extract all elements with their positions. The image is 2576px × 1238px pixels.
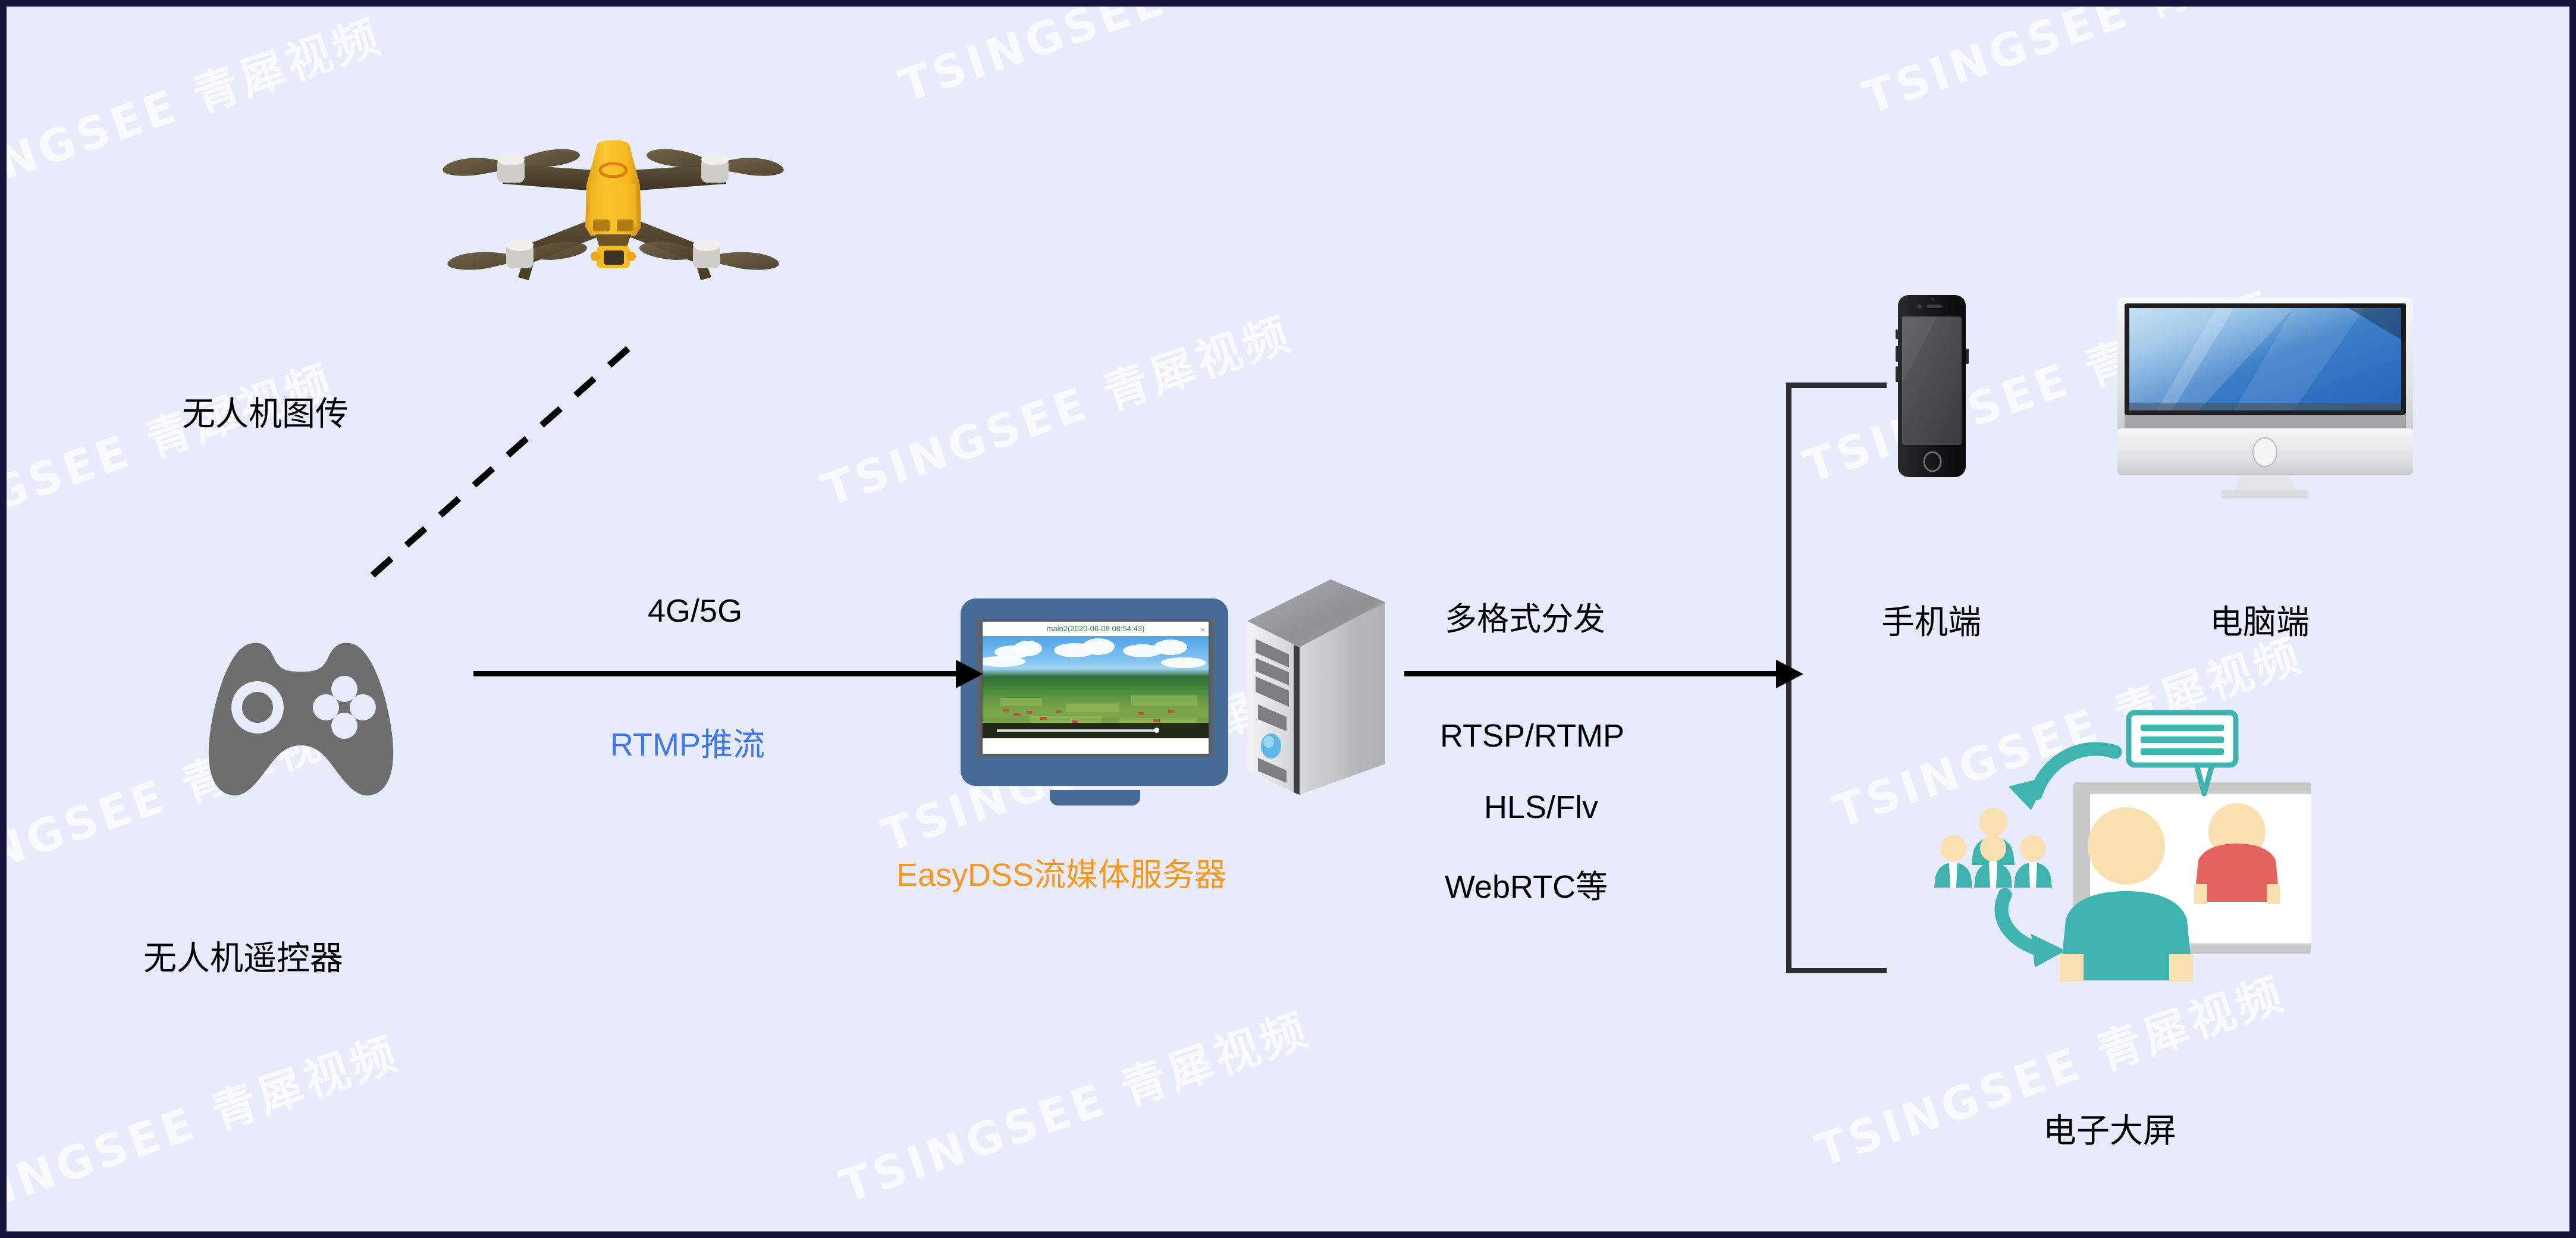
monitor-stand xyxy=(1050,790,1140,806)
drone-icon xyxy=(417,114,809,310)
phone-label: 手机端 xyxy=(1881,603,1981,641)
downlink-arrow-line xyxy=(1404,671,1779,676)
smartphone-icon xyxy=(1896,294,1970,478)
watermark: TSINGSEE 青犀视频 xyxy=(833,1002,1316,1213)
watermark: TSINGSEE 青犀视频 xyxy=(7,1026,406,1231)
watermark: TSINGSEE 青犀视频 xyxy=(7,354,341,565)
downlink-protocol-1: RTSP/RTMP xyxy=(1440,718,1625,754)
uplink-label-rtmp: RTMP推流 xyxy=(610,727,765,763)
server-tower-icon xyxy=(1229,575,1390,798)
player-progress-bar[interactable] xyxy=(997,729,1157,732)
watermark: TSINGSEE 青犀视频 xyxy=(1856,7,2339,124)
video-conference-icon xyxy=(1904,706,2320,1063)
downlink-arrow-head xyxy=(1776,660,1803,688)
gamepad-icon xyxy=(191,631,411,804)
uplink-arrow-line xyxy=(473,671,958,676)
controller-label: 无人机遥控器 xyxy=(143,939,343,977)
watermark: TSINGSEE 青犀视频 xyxy=(815,306,1298,517)
server-label: EasyDSS流媒体服务器 xyxy=(896,857,1227,893)
downlink-protocol-3: WebRTC等 xyxy=(1445,869,1608,905)
downlink-label-multiformat: 多格式分发 xyxy=(1445,601,1605,637)
player-video-frame xyxy=(983,636,1209,738)
player-title-bar: main2(2020-06-08 08:54:43) × xyxy=(983,622,1209,636)
monitor-screen: main2(2020-06-08 08:54:43) × xyxy=(976,619,1214,757)
close-icon[interactable]: × xyxy=(1200,625,1205,634)
watermark: TSINGSEE 青犀视频 xyxy=(893,7,1376,112)
bigscreen-label: 电子大屏 xyxy=(2043,1112,2176,1149)
drone-controller-link xyxy=(357,340,637,590)
player-control-bar[interactable] xyxy=(983,723,1209,738)
player-progress-knob[interactable] xyxy=(1154,728,1159,733)
desktop-monitor-icon xyxy=(2115,296,2415,499)
drone-label: 无人机图传 xyxy=(182,395,349,432)
watermark: TSINGSEE 青犀视频 xyxy=(7,9,388,220)
downlink-protocol-2: HLS/Flv xyxy=(1484,789,1599,825)
server-monitor-icon: main2(2020-06-08 08:54:43) × xyxy=(961,598,1234,813)
uplink-arrow-head xyxy=(956,660,983,688)
player-title-text: main2(2020-06-08 08:54:43) xyxy=(1046,624,1145,633)
uplink-label-4g5g: 4G/5G xyxy=(648,593,743,629)
computer-label: 电脑端 xyxy=(2210,603,2310,641)
video-player-window: main2(2020-06-08 08:54:43) × xyxy=(983,622,1209,754)
